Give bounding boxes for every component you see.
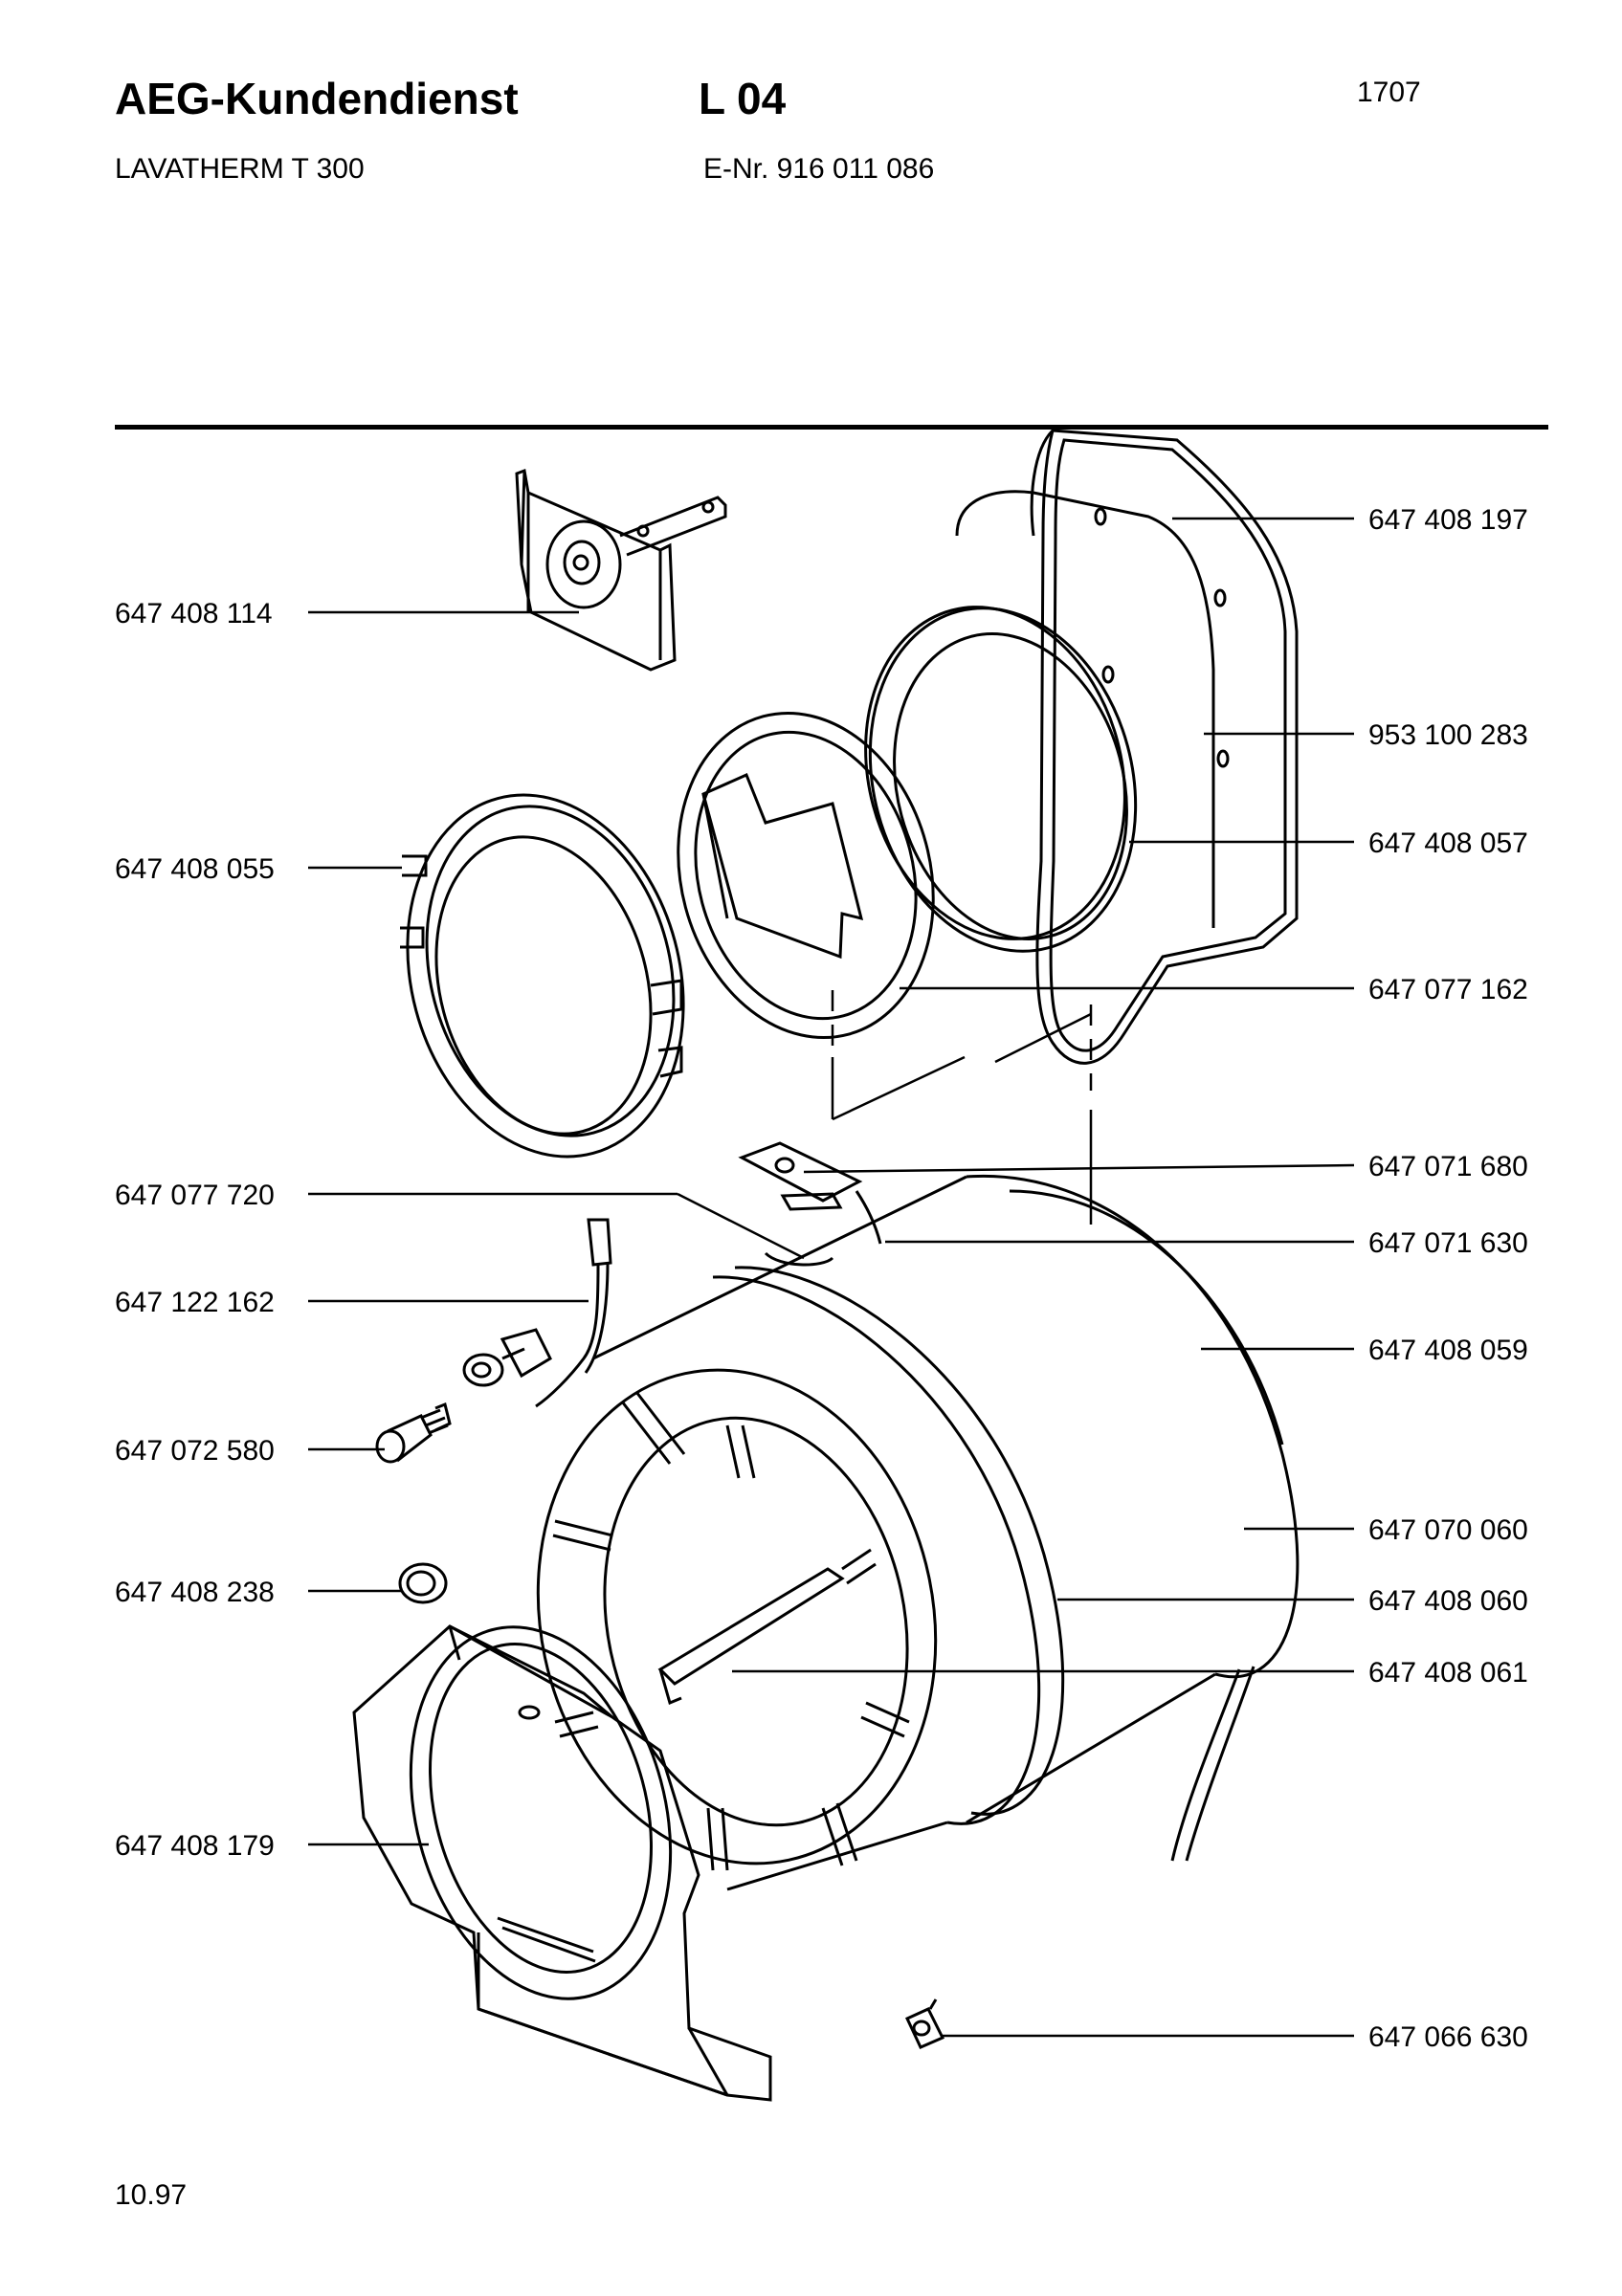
sensor-parts-drawing <box>738 1141 882 1267</box>
part-label: 647 408 179 <box>115 1830 275 1862</box>
part-label: 647 066 630 <box>1368 2021 1528 2053</box>
rear-ring-drawing <box>864 606 1138 953</box>
felt-ring-drawing <box>677 711 935 1040</box>
guide-lines <box>831 990 1093 1225</box>
page-number: 1707 <box>1357 77 1421 108</box>
model-code: L 04 <box>699 74 787 123</box>
brand-title: AEG-Kundendienst <box>115 74 519 123</box>
heater-element-drawing <box>905 1998 945 2049</box>
part-label: 647 408 238 <box>115 1577 275 1608</box>
front-ring-drawing <box>400 793 685 1159</box>
part-label: 647 408 061 <box>1368 1657 1528 1689</box>
part-label: 647 408 055 <box>115 853 275 885</box>
e-number: E-Nr. 916 011 086 <box>703 153 935 185</box>
front-frame-drawing <box>352 1624 772 2102</box>
print-date: 10.97 <box>115 2179 188 2211</box>
leader-lines-right <box>732 517 1355 2038</box>
part-label: 647 408 057 <box>1368 828 1528 859</box>
part-label: 647 071 680 <box>1368 1151 1528 1182</box>
part-label: 647 122 162 <box>115 1287 275 1318</box>
header-rule <box>115 425 1548 430</box>
screw-knob-drawing <box>375 1402 452 1464</box>
part-label: 647 408 197 <box>1368 504 1528 536</box>
part-label: 647 408 059 <box>1368 1335 1528 1366</box>
bearing-bracket-drawing <box>515 468 727 672</box>
part-label: 647 408 114 <box>115 598 273 629</box>
grommet-drawing <box>398 1562 448 1604</box>
part-label: 647 072 580 <box>115 1435 275 1467</box>
cable-drawing <box>462 1218 612 1408</box>
leader-lines-left <box>308 610 805 1846</box>
part-label: 647 408 060 <box>1368 1585 1528 1617</box>
part-label: 647 070 060 <box>1368 1514 1528 1546</box>
part-label: 647 071 630 <box>1368 1227 1528 1259</box>
part-label: 953 100 283 <box>1368 719 1528 751</box>
rear-panel-drawing <box>955 429 1299 1065</box>
drum-drawing <box>536 1174 1300 1891</box>
part-label: 647 077 162 <box>1368 974 1528 1005</box>
product-name: LAVATHERM T 300 <box>115 153 365 185</box>
part-label: 647 077 720 <box>115 1180 275 1211</box>
